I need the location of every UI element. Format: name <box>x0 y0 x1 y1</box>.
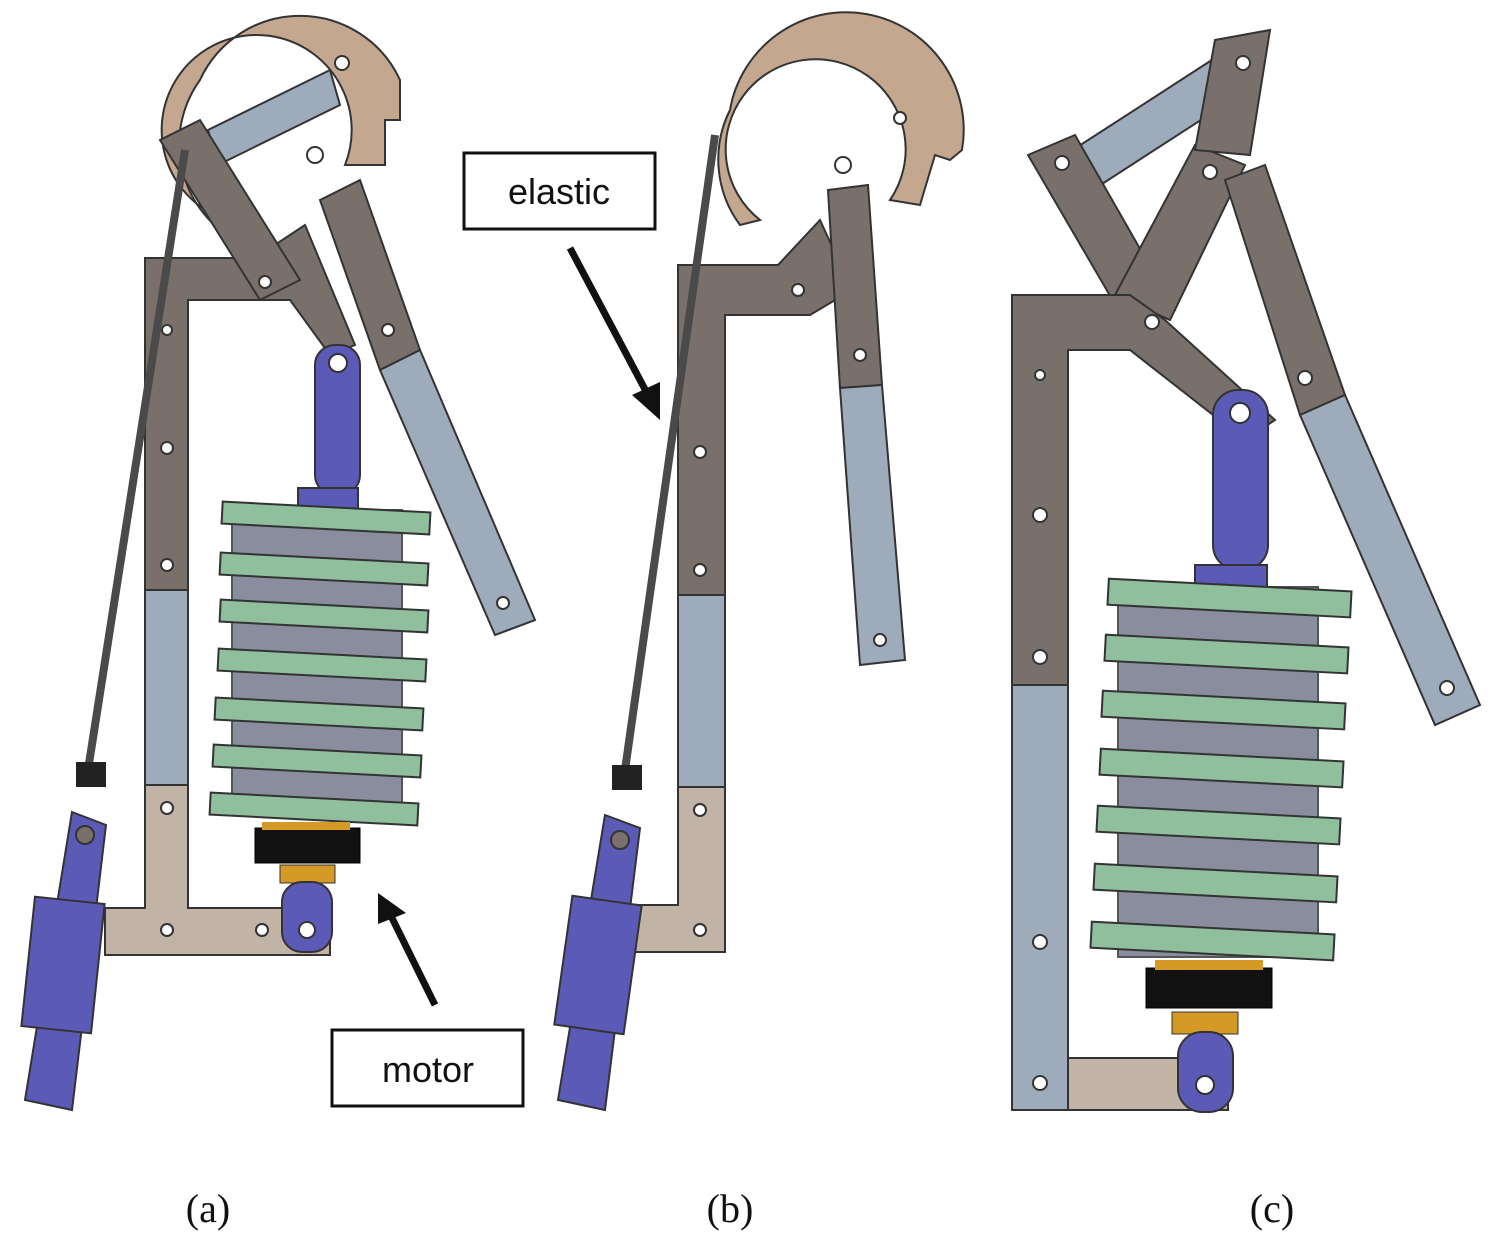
panel-b-actuator-pin <box>610 830 630 850</box>
panel-c-top-right-link <box>1193 28 1272 157</box>
panel-b-arm-light <box>838 383 907 667</box>
panel-c-hole <box>1202 164 1218 180</box>
panel-c-spring-plates <box>1089 577 1353 962</box>
panel-label-c: (c) <box>1250 1186 1294 1231</box>
panel-b-cord-clamp <box>612 765 642 790</box>
panel-a-mechanism <box>20 14 537 1112</box>
panel-b-cam-pin-top <box>893 111 907 125</box>
panel-a-frame-hole <box>160 923 174 937</box>
panel-b-elastic-cord <box>621 134 719 771</box>
motor-callout: motor <box>330 893 525 1108</box>
panel-c-center-link <box>1113 143 1247 322</box>
panel-a-frame-hole <box>258 275 272 289</box>
panel-b-arm-hole <box>853 348 867 362</box>
panel-a-motor-collar <box>279 864 336 884</box>
panel-c-frame-hole <box>1032 649 1048 665</box>
panel-c-frame-hole <box>1032 1075 1048 1091</box>
motor-arrow-head <box>378 893 406 924</box>
panel-b-upper-frame <box>677 218 854 596</box>
panel-b-frame-hole <box>791 283 805 297</box>
panel-c-right-arm-dark <box>1223 163 1347 417</box>
panel-a-motor-pin <box>298 921 316 939</box>
panel-b-arm-hole-end <box>873 633 887 647</box>
panel-a-frame-hole <box>161 324 173 336</box>
panel-c-hole <box>1439 680 1455 696</box>
panel-c-hole <box>1054 155 1070 171</box>
panel-a-frame-hole <box>255 923 269 937</box>
elastic-callout-box <box>462 151 657 231</box>
elastic-callout: elastic <box>462 151 660 420</box>
motor-arrow-shaft <box>388 916 439 1007</box>
elastic-arrow-head <box>632 382 660 420</box>
panel-c-frame-hole <box>1032 934 1048 950</box>
panel-c-frame-hole <box>1032 507 1048 523</box>
panel-a-motor-gear <box>262 822 350 830</box>
panel-a-actuator-pin <box>75 825 95 845</box>
panel-c-motor-shaft <box>1177 1031 1234 1113</box>
panel-b-frame-hole <box>693 445 707 459</box>
panel-a-lower-frame <box>104 784 331 956</box>
panel-c-column-blue <box>1011 684 1069 1111</box>
panel-b-actuator-band <box>553 894 643 1036</box>
panel-c-hole <box>1297 370 1313 386</box>
panel-c-hole <box>1235 55 1251 71</box>
panel-c-piston-pin <box>1229 402 1251 424</box>
panel-a-spring-plates <box>208 500 432 827</box>
motor-callout-label: motor <box>382 1049 474 1090</box>
panel-a-actuator-band <box>20 895 106 1035</box>
panel-c-motor-collar <box>1171 1011 1239 1035</box>
elastic-callout-label: elastic <box>508 171 610 212</box>
panel-b-cam-pin <box>834 156 852 174</box>
panel-c-motor-gear <box>1155 960 1263 970</box>
panel-a-motor-shaft <box>281 881 333 953</box>
panel-a-motor-body <box>254 827 361 864</box>
panel-c-frame-hole <box>1034 369 1046 381</box>
panel-a-frame-hole <box>160 441 174 455</box>
panel-a-right-arm-light <box>378 348 537 637</box>
panel-b-lower-frame <box>629 786 726 953</box>
panel-label-a: (a) <box>186 1186 230 1231</box>
panel-c-right-arm-light <box>1298 393 1482 727</box>
panel-c-motor-pin <box>1195 1075 1215 1095</box>
panel-b-frame-hole <box>693 923 707 937</box>
panel-a-frame-hole <box>160 558 174 572</box>
panel-a-arm-hole <box>381 323 395 337</box>
panel-a-piston-pin <box>328 353 348 373</box>
panel-a-column-blue <box>144 589 189 786</box>
panel-c-hole <box>1144 314 1160 330</box>
panel-b-column-blue <box>677 594 726 788</box>
panel-c-motor-body <box>1145 967 1273 1009</box>
motor-callout-box <box>330 1028 525 1108</box>
elastic-arrow-shaft <box>566 246 652 397</box>
panel-c-mechanism <box>1011 28 1482 1113</box>
panel-a-elastic-cord <box>84 149 189 771</box>
panel-a-arm-hole-end <box>496 596 510 610</box>
panel-a-cam-pin-top <box>334 55 350 71</box>
panel-b-frame-hole <box>693 803 707 817</box>
panel-a-cord-clamp <box>76 762 106 787</box>
panel-a-diagonal-link <box>158 118 302 302</box>
panel-b-frame-hole <box>693 563 707 577</box>
panel-a-cam-pin <box>306 146 324 164</box>
panel-a-frame-hole <box>160 801 174 815</box>
panel-label-b: (b) <box>707 1186 754 1231</box>
panel-b-mechanism <box>553 11 965 1112</box>
